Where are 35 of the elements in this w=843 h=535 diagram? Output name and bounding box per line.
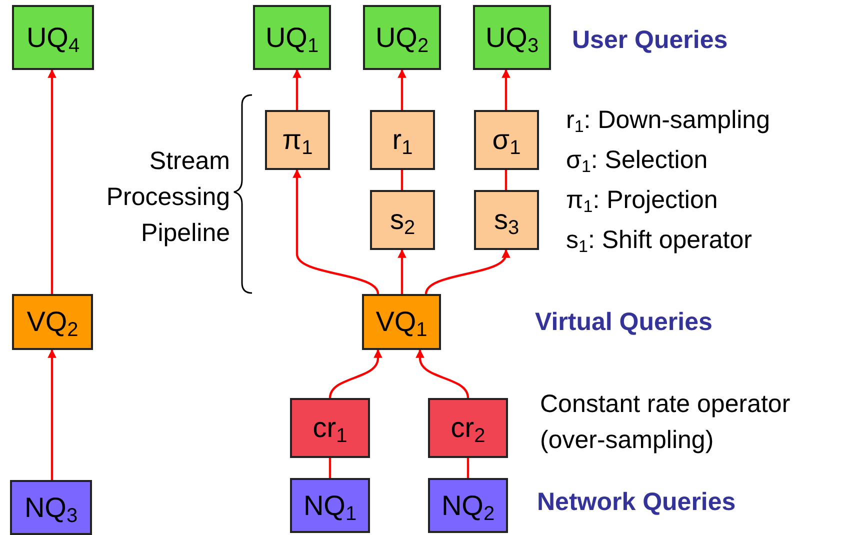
arrow — [328, 349, 382, 398]
arrow — [502, 69, 510, 110]
arrow — [48, 69, 56, 294]
operator-box: s$_{3}$ — [474, 190, 539, 250]
section-heading: Network Queries — [537, 487, 737, 518]
arrow — [424, 249, 510, 294]
network-query-box: NQ$_{1}$ — [290, 478, 370, 533]
network-query-box: NQ$_{3}$ — [10, 480, 92, 535]
arrow — [292, 69, 302, 110]
rate-operator-box: cr$_{1}$ — [290, 398, 370, 458]
annotation-text: Stream Processing Pipeline — [105, 146, 230, 249]
section-heading: Virtual Queries — [535, 307, 714, 338]
operator-box: π$_{1}$ — [265, 110, 330, 170]
annotation-text: Constant rate operator (over-sampling) — [540, 389, 792, 456]
rate-operator-box: cr$_{2}$ — [428, 398, 508, 458]
arrow — [48, 349, 56, 480]
user-query-box: UQ$_{2}$ — [363, 5, 441, 70]
arrow — [416, 349, 470, 398]
network-query-box: NQ$_{2}$ — [428, 478, 508, 533]
virtual-query-box: VQ$_{1}$ — [362, 294, 441, 350]
user-query-box: UQ$_{3}$ — [473, 5, 551, 70]
operator-box: σ$_{1}$ — [474, 110, 539, 170]
arrow — [292, 169, 380, 294]
arrow — [398, 249, 406, 294]
virtual-query-box: VQ$_{2}$ — [12, 294, 93, 350]
user-query-box: UQ$_{1}$ — [253, 5, 331, 70]
annotation-text: s$_{1}$: Shift operator — [566, 225, 753, 258]
operator-box: r$_{1}$ — [370, 110, 435, 170]
user-query-box: UQ$_{4}$ — [12, 5, 94, 70]
annotation-text: σ$_{1}$: Selection — [566, 145, 709, 178]
arrow — [398, 69, 406, 110]
operator-box: s$_{2}$ — [370, 190, 435, 250]
annotation-text: π$_{1}$: Projection — [566, 185, 719, 218]
annotation-text: r$_{1}$: Down-sampling — [566, 105, 771, 138]
section-heading: User Queries — [572, 25, 729, 56]
